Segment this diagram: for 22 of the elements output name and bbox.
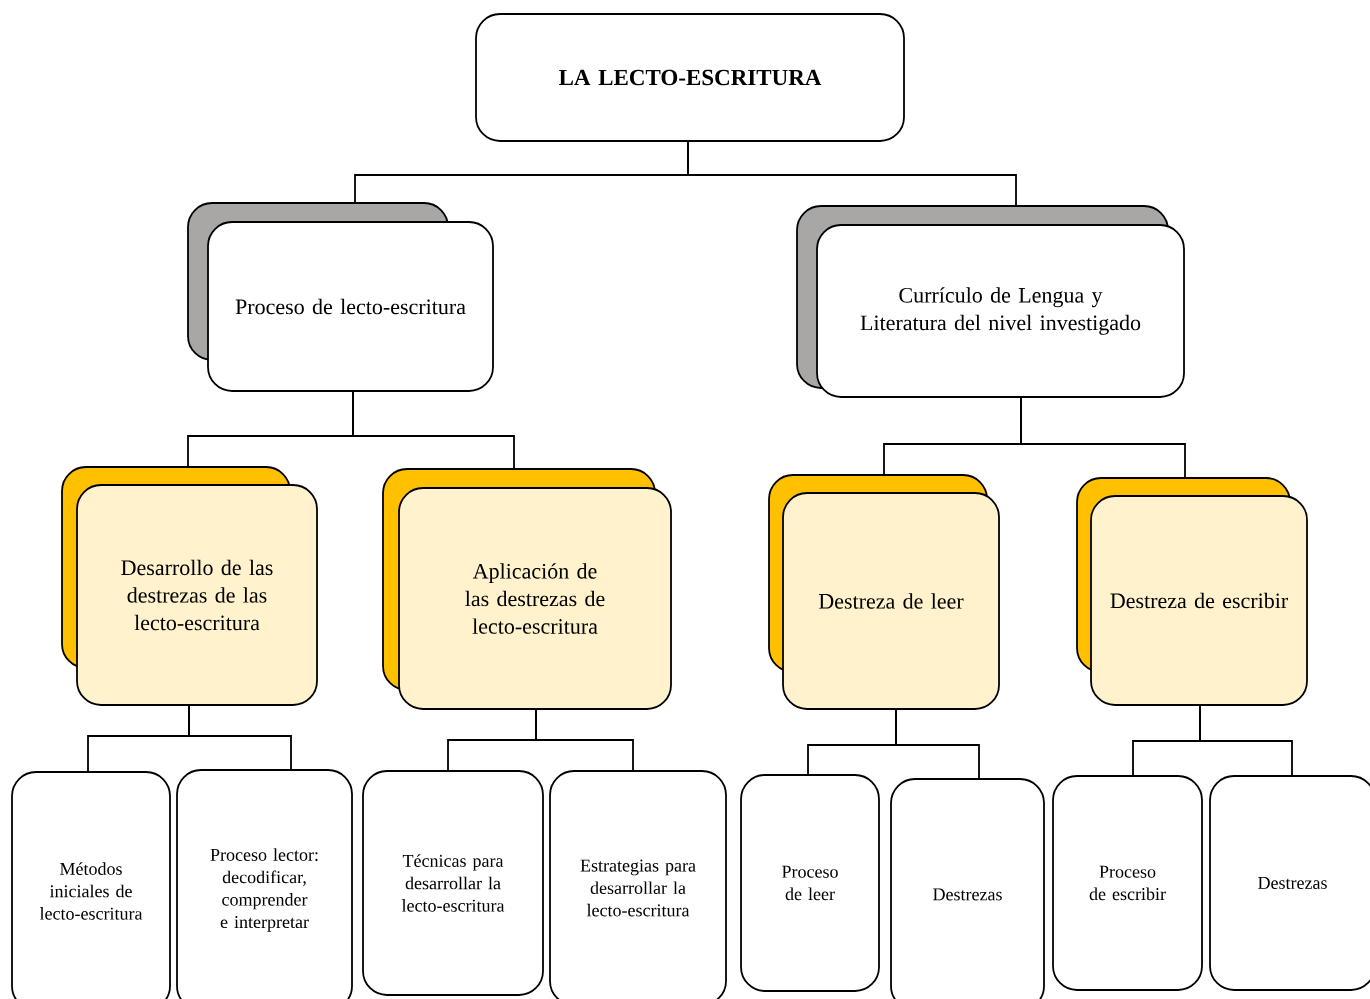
concept-box: Destrezas (1209, 775, 1370, 991)
concept-box: Estrategias para desarrollar la lecto-escritura (549, 770, 727, 999)
concept-box: Destrezas (890, 778, 1045, 999)
concept-box: Destreza de escribir (1090, 495, 1308, 706)
concept-box: Técnicas para desarrollar la lecto-escritura (362, 770, 544, 996)
connector-line (1020, 396, 1186, 479)
title-box: LA LECTO-ESCRITURA (475, 13, 905, 142)
concept-box: Proceso de escribir (1052, 775, 1203, 991)
concept-box: Desarrollo de las destrezas de las lecto-escritura (76, 484, 318, 706)
connector-line (188, 704, 292, 771)
connector-line (535, 708, 634, 772)
concept-box: Métodos iniciales de lecto-escritura (11, 771, 171, 999)
concept-box: Proceso lector: decodificar, comprender e interpretar (176, 769, 353, 999)
concept-box: Proceso de lecto-escritura (207, 221, 494, 392)
concept-box: Aplicación de las destrezas de lecto-escritura (398, 487, 672, 710)
connector-line (352, 390, 515, 470)
concept-box: Proceso de leer (740, 774, 880, 992)
connector-line (1199, 704, 1293, 777)
connector-line (895, 708, 980, 780)
connector-line (687, 140, 1017, 207)
concept-box: Currículo de Lengua y Literatura del nivel investigado (816, 224, 1185, 398)
concept-box: Destreza de leer (782, 492, 1000, 710)
